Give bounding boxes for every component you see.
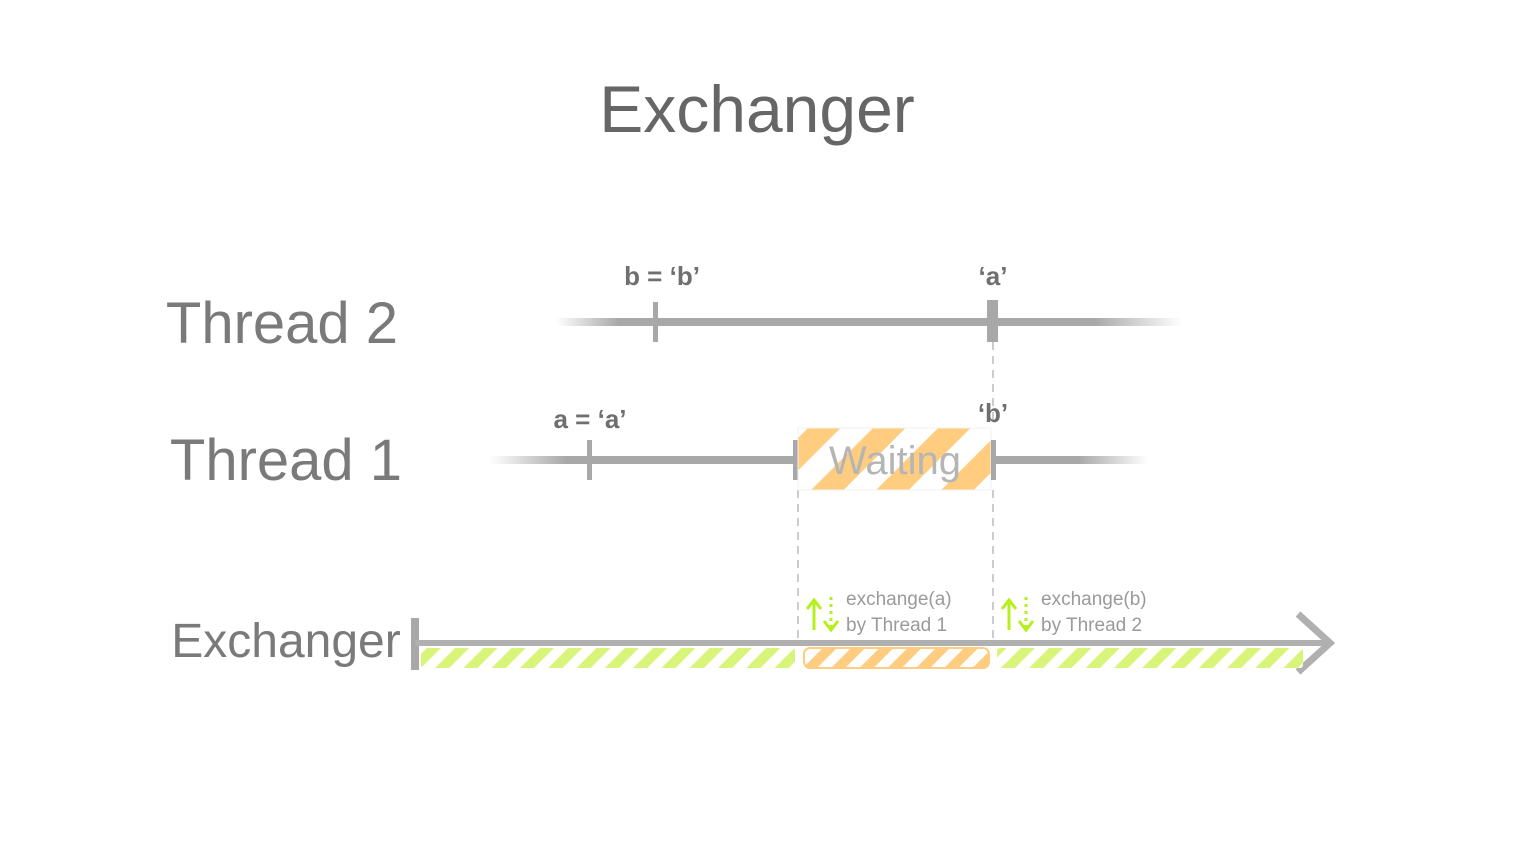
thread1-wait-end-tick	[991, 440, 996, 480]
thread1-assign-tick	[587, 440, 592, 480]
exchange-arrows-icon	[1000, 597, 1035, 633]
thread1-received-label: ‘b’	[978, 398, 1008, 428]
thread2-label: Thread 2	[166, 291, 398, 356]
exchanger-active-band-1	[421, 648, 795, 668]
thread2-assign-tick	[653, 302, 658, 342]
thread1-wait-start-tick	[793, 440, 798, 480]
thread1-timeline-after	[994, 456, 1148, 464]
diagram-title: Exchanger	[599, 72, 915, 146]
exchange-event-2-call: exchange(b)	[1041, 589, 1147, 610]
thread2-received-label: ‘a’	[979, 261, 1008, 291]
exchange-arrows-icon	[805, 597, 840, 633]
exchanger-active-band-2	[997, 648, 1303, 668]
thread1-timeline-before	[490, 456, 796, 464]
waiting-label: Waiting	[829, 439, 961, 483]
exchange-event-2-by: by Thread 2	[1041, 615, 1142, 636]
thread1-assign-label: a = ‘a’	[554, 404, 627, 434]
thread2-timeline	[556, 318, 1182, 326]
exchanger-waiting-band	[803, 647, 990, 669]
waiting-block	[797, 427, 992, 491]
exchanger-label: Exchanger	[171, 615, 400, 668]
exchange-event-1-by: by Thread 1	[846, 615, 947, 636]
thread2-exchange-tick	[987, 300, 998, 342]
exchanger-arrowhead	[1295, 611, 1336, 675]
exchange-event-1-call: exchange(a)	[846, 589, 952, 610]
thread2-assign-label: b = ‘b’	[624, 261, 700, 291]
thread1-label: Thread 1	[170, 428, 402, 493]
